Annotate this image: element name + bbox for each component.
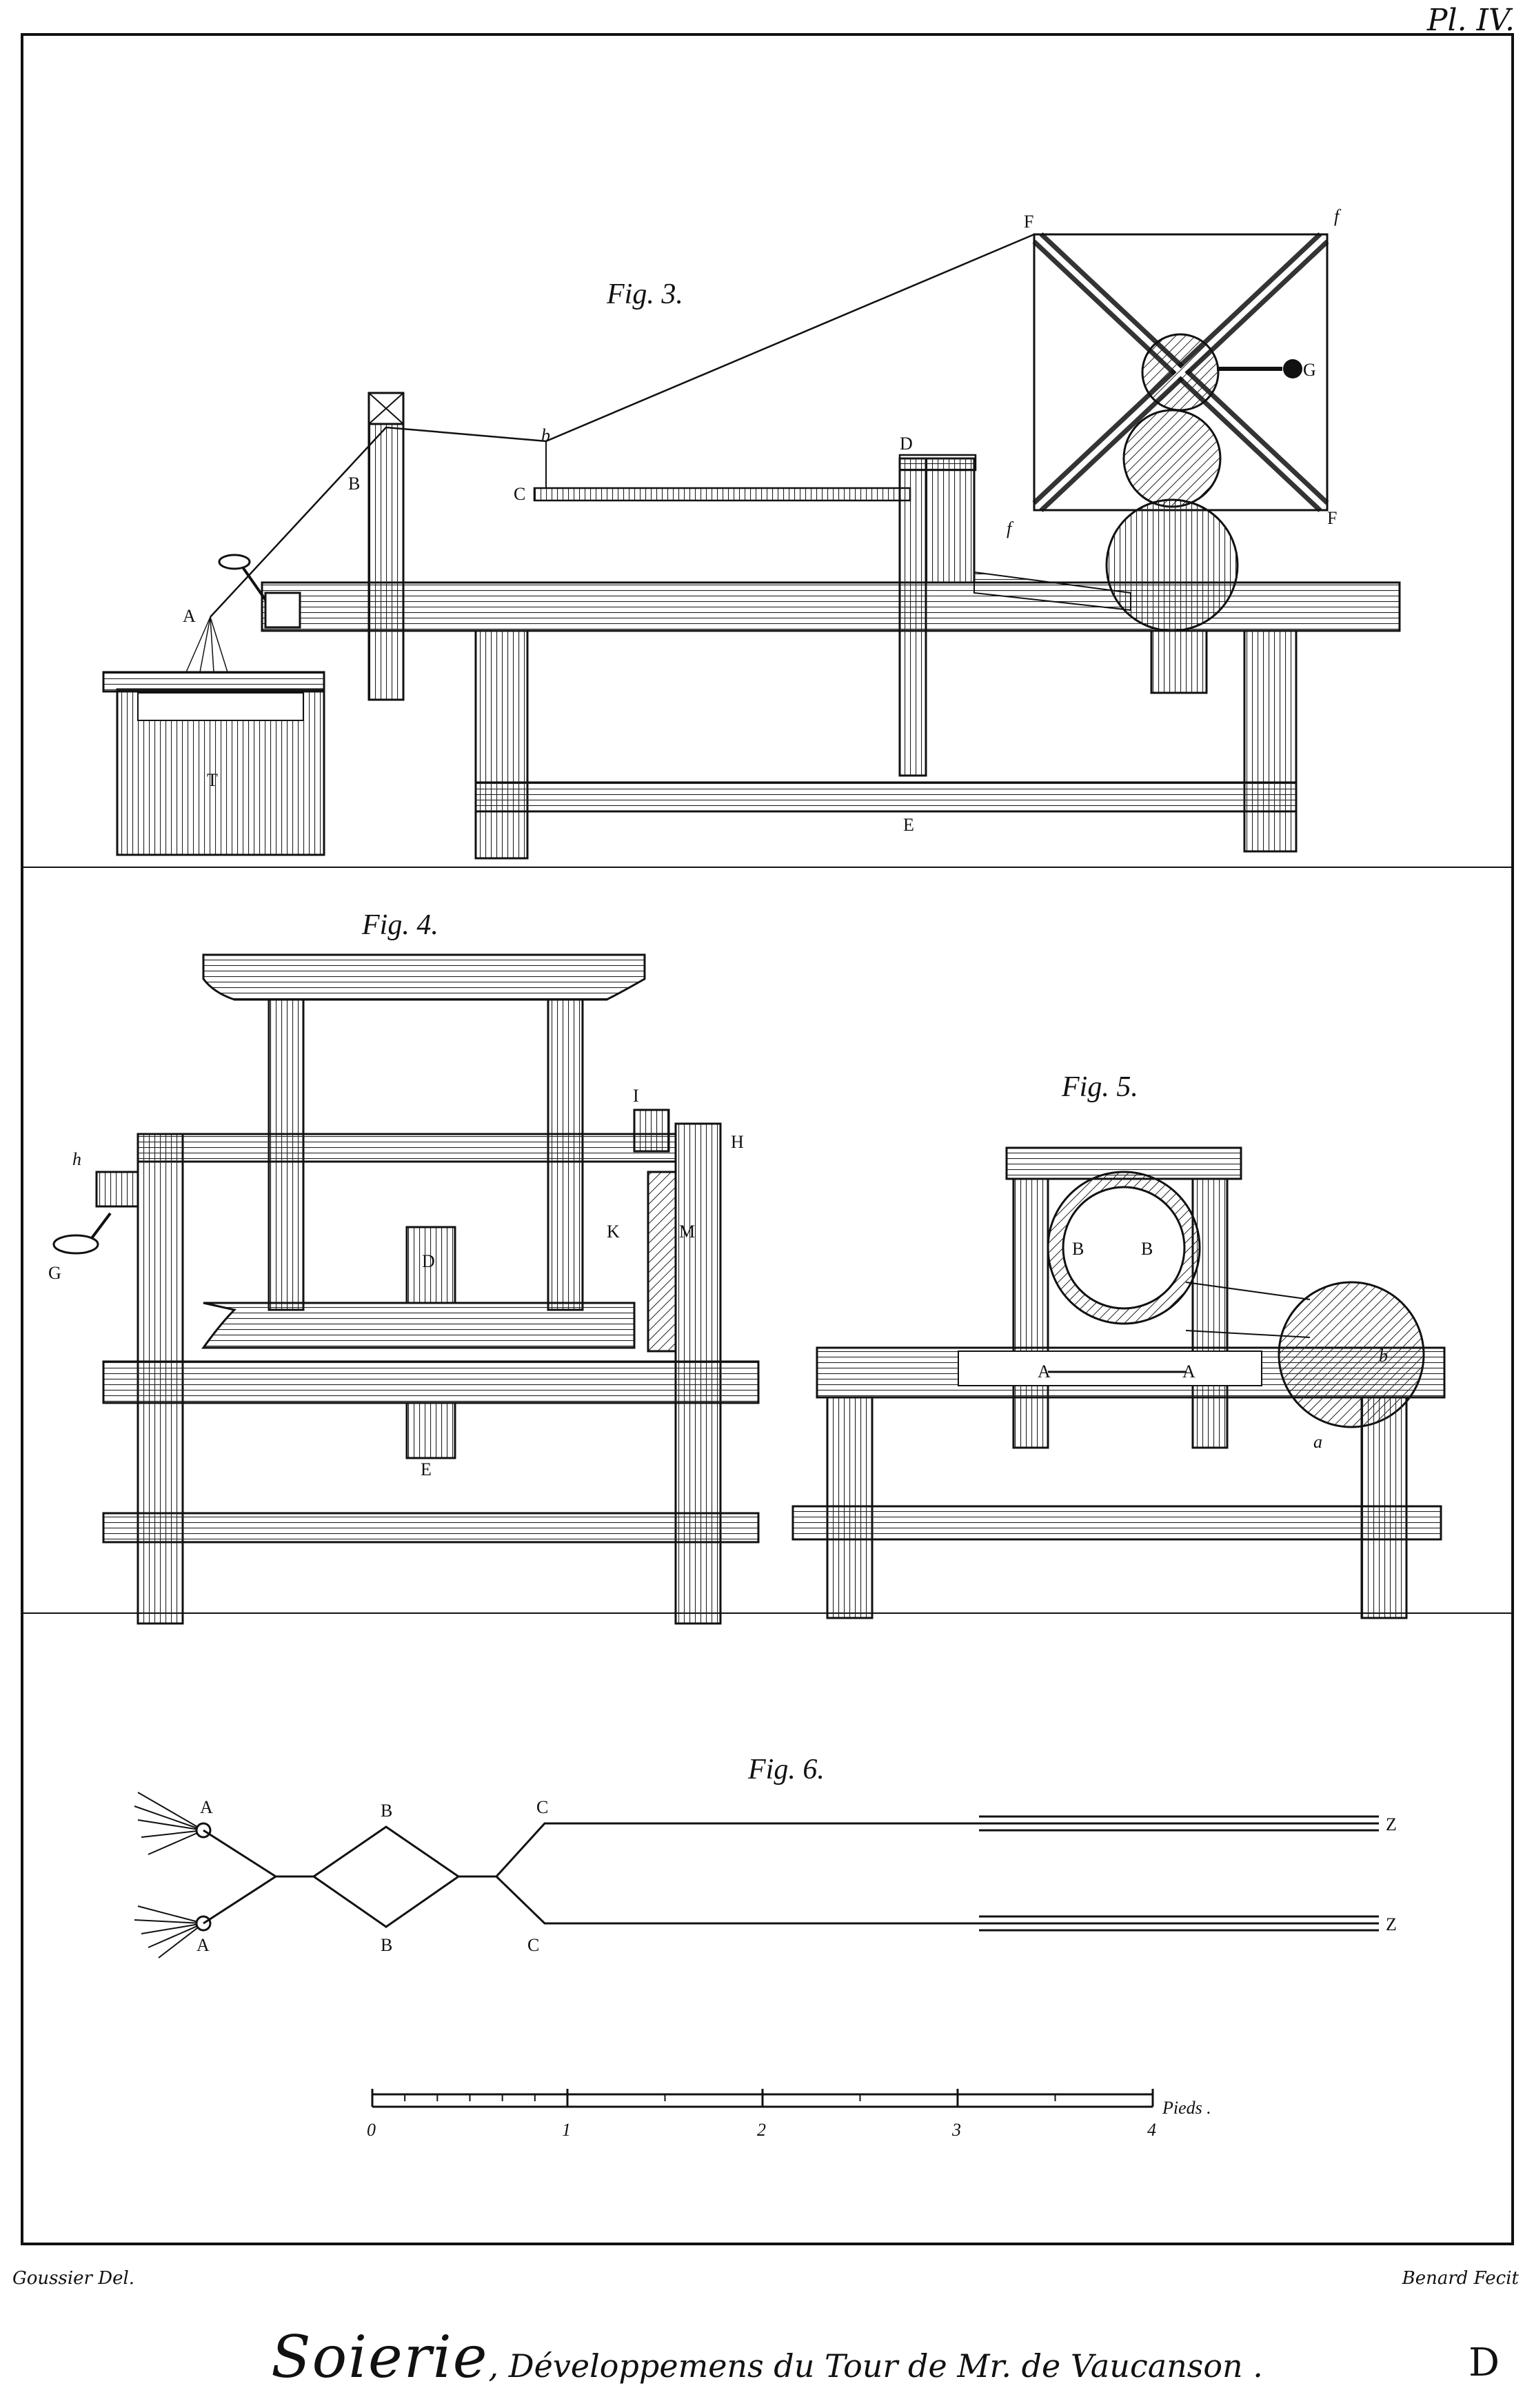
figure-5: Fig. 5. B B A A b a bbox=[791, 1071, 1446, 1619]
fig4-gear-train bbox=[647, 1171, 677, 1353]
arm-C bbox=[533, 487, 911, 502]
bench-leg-left bbox=[474, 629, 529, 860]
fig5-label-A1: A bbox=[1038, 1362, 1051, 1382]
fig6-label-A2: A bbox=[196, 1935, 210, 1955]
engraver-credit: Benard Fecit bbox=[1402, 2268, 1519, 2289]
scale-tick-label: 2 bbox=[757, 2120, 766, 2140]
fig6-label-A1: A bbox=[200, 1797, 213, 1817]
fig3-label-B: B bbox=[348, 474, 360, 494]
fig4-bench bbox=[102, 1360, 760, 1404]
fig3-label-A: A bbox=[183, 606, 196, 626]
title-main: Soierie bbox=[271, 2323, 489, 2391]
fig3-label-F2: F bbox=[1327, 508, 1337, 528]
fig3-label-b: b bbox=[541, 425, 550, 445]
fig6-label-Z1: Z bbox=[1386, 1814, 1397, 1834]
fig4-top-beam bbox=[202, 953, 646, 1001]
scale-unit: Pieds . bbox=[1162, 2098, 1211, 2118]
fig3-title: Fig. 3. bbox=[606, 279, 683, 310]
scale-tick-label: 0 bbox=[367, 2120, 376, 2140]
fig5-wheel bbox=[1278, 1281, 1425, 1428]
fig6-label-C1: C bbox=[536, 1797, 548, 1817]
figure-6: Fig. 6. A A B B C C Z Z bbox=[134, 1754, 1397, 1959]
bench-stretcher bbox=[474, 781, 1298, 813]
fig3-label-T: T bbox=[207, 770, 218, 790]
scale-tick-label: 4 bbox=[1147, 2120, 1156, 2140]
wheel-B bbox=[367, 392, 405, 701]
fig3-label-C: C bbox=[514, 484, 525, 504]
plate-number: Pl. IV. bbox=[1426, 3, 1515, 38]
fig4-crank-handle bbox=[52, 1234, 99, 1255]
fig6-label-C2: C bbox=[527, 1935, 539, 1955]
draughtsman-credit: Goussier Del. bbox=[12, 2268, 135, 2289]
fig6-thread-lower bbox=[203, 1875, 1379, 1928]
fig5-label-B2: B bbox=[1141, 1239, 1153, 1259]
fig4-label-H: H bbox=[731, 1132, 744, 1152]
fig6-label-Z2: Z bbox=[1386, 1914, 1397, 1934]
fig6-label-B1: B bbox=[381, 1801, 392, 1821]
fig5-label-B1: B bbox=[1072, 1239, 1084, 1259]
fig4-label-E: E bbox=[421, 1459, 432, 1479]
fig3-label-f1: f bbox=[1334, 206, 1342, 226]
fig3-label-D: D bbox=[900, 434, 913, 454]
lower-gear bbox=[1105, 498, 1239, 632]
figure-3: Fig. 3. T A B C b D bbox=[102, 206, 1401, 860]
fig3-thread bbox=[210, 233, 1035, 618]
post-D bbox=[898, 457, 927, 777]
fig3-label-F1: F bbox=[1024, 212, 1033, 232]
fig5-label-b: b bbox=[1379, 1346, 1388, 1366]
tub-rim bbox=[102, 671, 325, 693]
fig3-label-f2: f bbox=[1007, 518, 1014, 538]
fig5-title: Fig. 5. bbox=[1061, 1071, 1138, 1103]
crank-handle bbox=[218, 554, 251, 570]
fig3-label-G: G bbox=[1303, 360, 1316, 380]
fig6-title: Fig. 6. bbox=[747, 1754, 825, 1785]
fig6-label-B2: B bbox=[381, 1935, 392, 1955]
mid-gear bbox=[1122, 409, 1222, 508]
scale-tick-label: 1 bbox=[562, 2120, 571, 2140]
plate-title: Soierie, Développemens du Tour de Mr. de… bbox=[0, 2323, 1534, 2391]
fig4-label-G: G bbox=[48, 1263, 61, 1283]
crank-hub bbox=[264, 591, 301, 629]
fig4-label-I: I bbox=[633, 1086, 639, 1106]
fig4-label-h: h bbox=[72, 1149, 81, 1169]
fig4-label-M: M bbox=[679, 1222, 695, 1242]
plate-border bbox=[21, 33, 1514, 2245]
reel-gear bbox=[1141, 333, 1220, 412]
plate-letter: D bbox=[1469, 2340, 1500, 2385]
fig5-label-a: a bbox=[1313, 1432, 1322, 1452]
fig5-label-A2: A bbox=[1182, 1362, 1195, 1382]
fig4-shaft bbox=[137, 1133, 677, 1163]
fig6-thread-upper bbox=[203, 1822, 1379, 1878]
fig4-title: Fig. 4. bbox=[361, 909, 438, 941]
scale-bar: 0 1 2 3 4 Pieds . bbox=[367, 2089, 1211, 2140]
reel-handle-G bbox=[1283, 359, 1302, 378]
scale-tick-label: 3 bbox=[951, 2120, 961, 2140]
bench-leg-right bbox=[1243, 629, 1298, 853]
fig4-label-D: D bbox=[422, 1251, 435, 1271]
figure-4: Fig. 4. h G H I K M D E bbox=[48, 909, 760, 1625]
fig4-label-K: K bbox=[607, 1222, 620, 1242]
title-sub: , Développemens du Tour de Mr. de Vaucan… bbox=[488, 2347, 1263, 2385]
fig3-label-E: E bbox=[903, 815, 914, 835]
fig4-roller bbox=[201, 1302, 636, 1349]
